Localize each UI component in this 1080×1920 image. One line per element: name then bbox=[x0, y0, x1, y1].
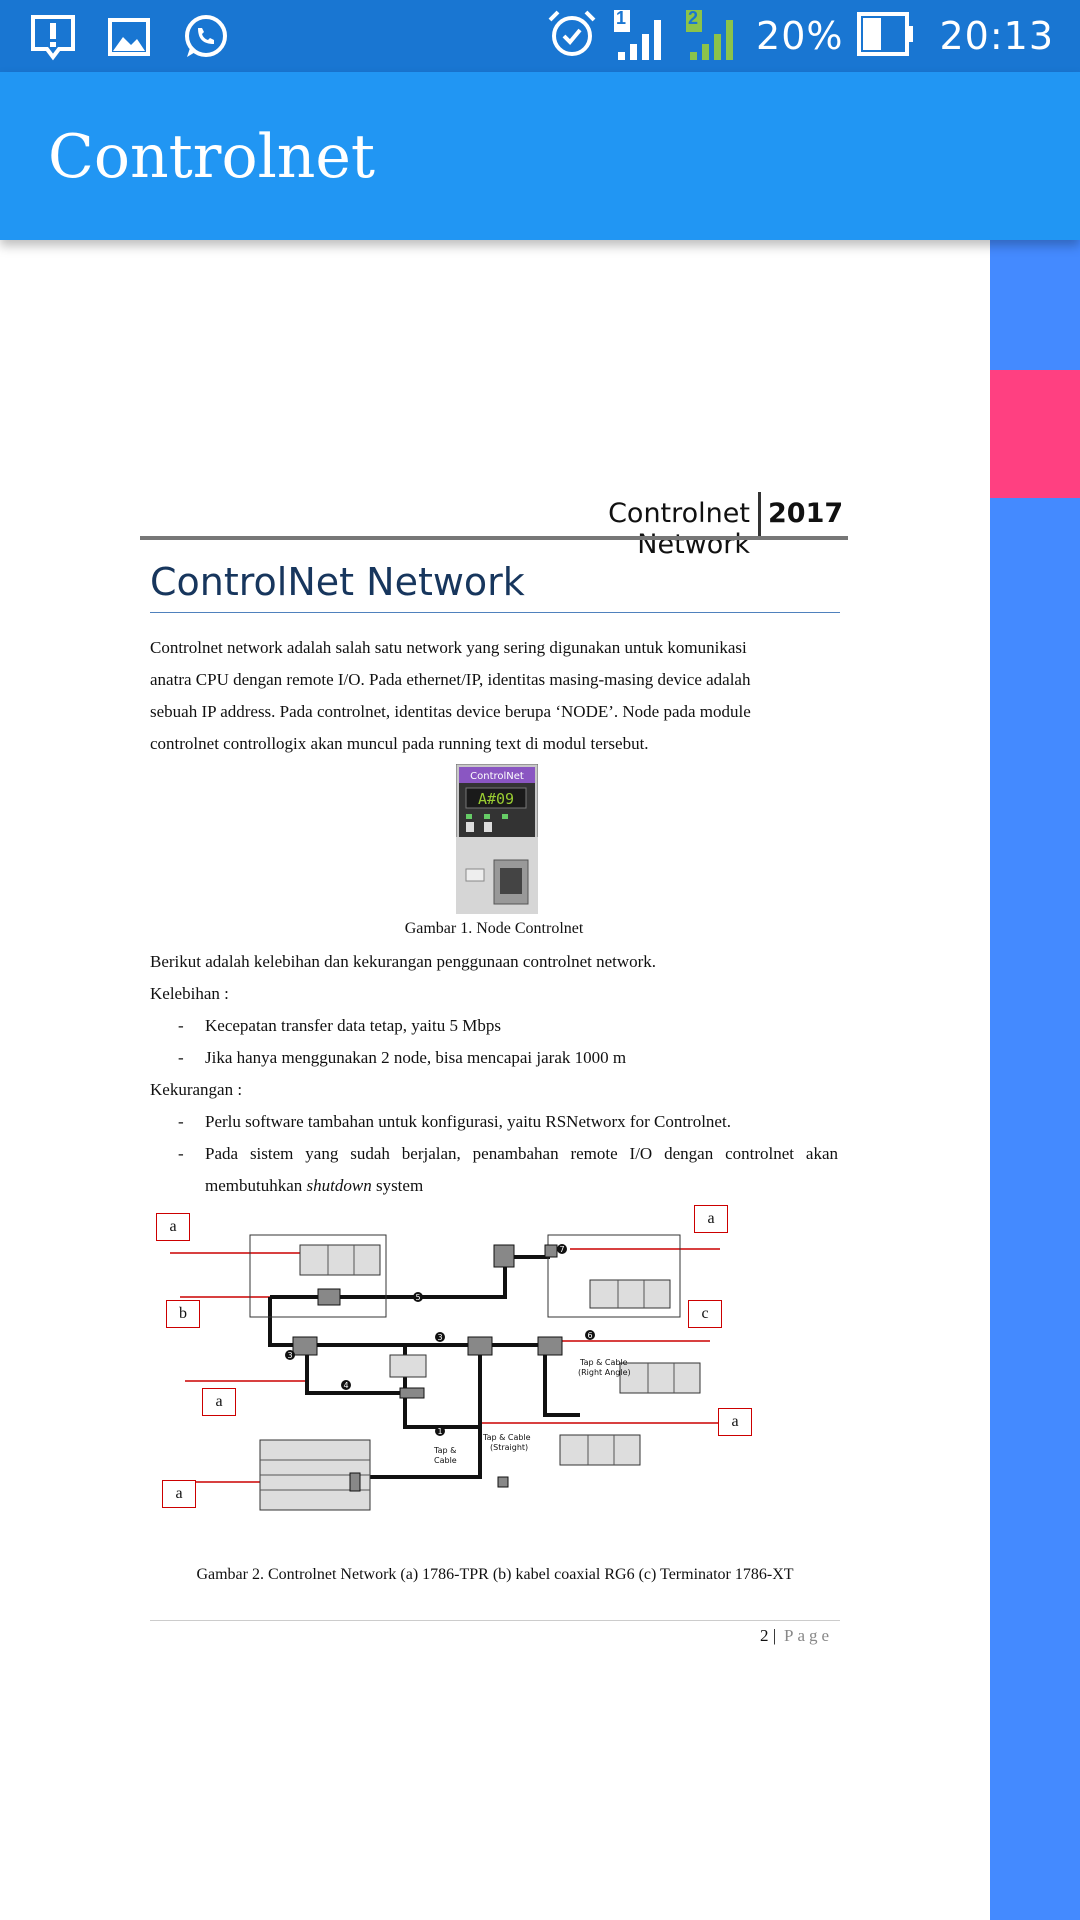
diagram-node-number: 7 bbox=[559, 1245, 564, 1254]
disadvantage-text: Pada sistem yang sudah berjalan, penamba… bbox=[205, 1144, 838, 1195]
bullet-dash: - bbox=[178, 1112, 184, 1131]
status-bar: 1 2 20% 20:13 bbox=[0, 0, 1080, 72]
document-heading: ControlNet Network bbox=[150, 560, 525, 604]
diagram-tap-label: Tap & bbox=[433, 1446, 456, 1455]
diagram-node-number: 1 bbox=[437, 1427, 442, 1436]
diagram-label-a: a bbox=[156, 1213, 190, 1241]
intro-line: anatra CPU dengan remote I/O. Pada ether… bbox=[150, 670, 751, 689]
diagram-tap-label: (Right Angle) bbox=[578, 1368, 631, 1377]
header-rule bbox=[140, 536, 848, 540]
advantages-title: Kelebihan : bbox=[150, 984, 229, 1003]
page-header-year: 2017 bbox=[768, 498, 844, 529]
diagram-tap-label: Tap & Cable bbox=[579, 1358, 628, 1367]
network-diagram-svg: 5 3 7 6 3 4 1 Tap & Cable (Right Angle) … bbox=[170, 1234, 740, 1511]
scroll-thumb[interactable] bbox=[990, 370, 1080, 498]
app-bar: Controlnet bbox=[0, 72, 1080, 240]
page-number: 2 | bbox=[760, 1626, 777, 1645]
disadvantage-text: Perlu software tambahan untuk konfiguras… bbox=[205, 1112, 731, 1131]
sim2-label: 2 bbox=[688, 8, 699, 28]
diagram-tap-label: Tap & Cable bbox=[482, 1433, 531, 1442]
diagram-node-number: 3 bbox=[437, 1333, 442, 1342]
page-header-title: Controlnet Network bbox=[608, 498, 750, 560]
system-status: 1 2 20% 20:13 bbox=[546, 8, 1054, 64]
footer-rule bbox=[150, 1620, 840, 1621]
battery-percent: 20% bbox=[756, 14, 844, 58]
disadvantage-text-end: system bbox=[371, 1176, 424, 1195]
document-page[interactable]: Controlnet Network 2017 ControlNet Netwo… bbox=[0, 240, 990, 1920]
notification-icons bbox=[28, 12, 230, 62]
bullet-dash: - bbox=[178, 1048, 184, 1067]
controlnet-module-image: ControlNet A#09 bbox=[455, 763, 539, 915]
diagram-node-number: 3 bbox=[287, 1351, 292, 1360]
module-label: ControlNet bbox=[470, 771, 524, 782]
page-word: Page bbox=[784, 1626, 834, 1645]
image-icon bbox=[104, 12, 154, 62]
intro-paragraph: Controlnet network adalah salah satu net… bbox=[150, 632, 838, 760]
diagram-tap-label: Cable bbox=[434, 1456, 457, 1465]
diagram-tap-label: (Straight) bbox=[490, 1443, 528, 1452]
advantage-item: Kecepatan transfer data tetap, yaitu 5 M… bbox=[205, 1016, 501, 1035]
alert-icon bbox=[28, 12, 78, 62]
diagram-label-a: a bbox=[162, 1480, 196, 1508]
diagram-label-a: a bbox=[718, 1408, 752, 1436]
app-title: Controlnet bbox=[48, 122, 376, 192]
module-display: A#09 bbox=[478, 790, 514, 808]
disadvantage-emphasis: shutdown bbox=[306, 1176, 372, 1195]
heading-rule bbox=[150, 612, 840, 613]
figure1-caption: Gambar 1. Node Controlnet bbox=[404, 920, 584, 937]
side-panel[interactable] bbox=[990, 240, 1080, 1920]
figure2-caption: Gambar 2. Controlnet Network (a) 1786-TP… bbox=[196, 1566, 794, 1583]
controlnet-network-diagram: 5 3 7 6 3 4 1 Tap & Cable (Right Angle) … bbox=[150, 1205, 770, 1545]
disadvantage-item: Pada sistem yang sudah berjalan, penamba… bbox=[205, 1138, 838, 1202]
intro-line: sebuah IP address. Pada controlnet, iden… bbox=[150, 702, 751, 721]
sim1-label: 1 bbox=[616, 8, 627, 28]
header-separator bbox=[758, 492, 761, 536]
diagram-label-a: a bbox=[694, 1205, 728, 1233]
diagram-node-number: 5 bbox=[415, 1293, 420, 1302]
disadvantage-item: Perlu software tambahan untuk konfiguras… bbox=[205, 1106, 838, 1138]
clock: 20:13 bbox=[939, 14, 1054, 58]
diagram-node-number: 6 bbox=[587, 1331, 592, 1340]
disadvantages-title: Kekurangan : bbox=[150, 1080, 243, 1099]
intro-line: controlnet controllogix akan muncul pada… bbox=[150, 734, 649, 753]
bullet-dash: - bbox=[178, 1144, 184, 1163]
bullet-dash: - bbox=[178, 1016, 184, 1035]
signal-sim1-icon: 1 bbox=[612, 8, 670, 64]
diagram-label-b: b bbox=[166, 1300, 200, 1328]
summary-text: Berikut adalah kelebihan dan kekurangan … bbox=[150, 952, 657, 971]
intro-line: Controlnet network adalah salah satu net… bbox=[150, 638, 747, 657]
diagram-node-number: 4 bbox=[343, 1381, 348, 1390]
advantage-item: Jika hanya menggunakan 2 node, bisa menc… bbox=[205, 1048, 627, 1067]
alarm-icon bbox=[546, 8, 598, 65]
signal-sim2-icon: 2 bbox=[684, 8, 742, 64]
diagram-label-a: a bbox=[202, 1388, 236, 1416]
battery-icon bbox=[857, 11, 915, 61]
diagram-label-c: c bbox=[688, 1300, 722, 1328]
whatsapp-icon bbox=[180, 12, 230, 62]
